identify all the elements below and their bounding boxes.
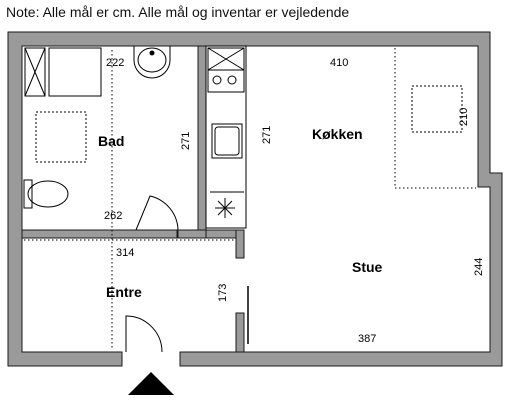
wall-entry-lower [235,312,245,353]
room-label-bath: Bad [98,133,124,149]
bath-cabinet [48,47,102,97]
wall-bath-bottom-right [177,229,207,239]
entrance-door [125,315,163,353]
bathroom-door [135,195,179,231]
dim-living-width: 387 [358,333,376,345]
dim-entry-width: 314 [116,247,134,259]
dim-kitchen-recess: 210 [458,108,470,126]
dim-living-depth: 244 [473,258,485,276]
dim-bath-lower: 262 [104,210,122,222]
toilet [23,179,69,209]
room-label-entry: Entre [106,284,142,300]
wall-entry-upper [235,229,245,259]
dim-entry-depth: 173 [217,284,229,302]
dim-kitchen-width: 410 [330,57,348,69]
kitchen-counter [205,45,247,229]
room-label-kitchen: Køkken [312,126,363,142]
bath-dashed-area [35,111,87,163]
shower [24,47,46,97]
dim-bath-width: 222 [106,57,124,69]
wall-bath-kitchen [197,45,207,231]
outer-walls [7,31,503,367]
entrance-arrow [128,372,174,395]
plan-note: Note: Alle mål er cm. Alle mål og invent… [6,4,350,20]
bath-sink [133,46,171,79]
dim-kitchen-depth: 271 [261,126,273,144]
kitchen-fan-icon [215,198,235,218]
wall-bath-bottom-left [21,229,178,239]
dim-bath-depth: 271 [180,132,192,150]
kitchen-dashed-area [411,85,463,133]
room-label-living: Stue [352,259,383,275]
